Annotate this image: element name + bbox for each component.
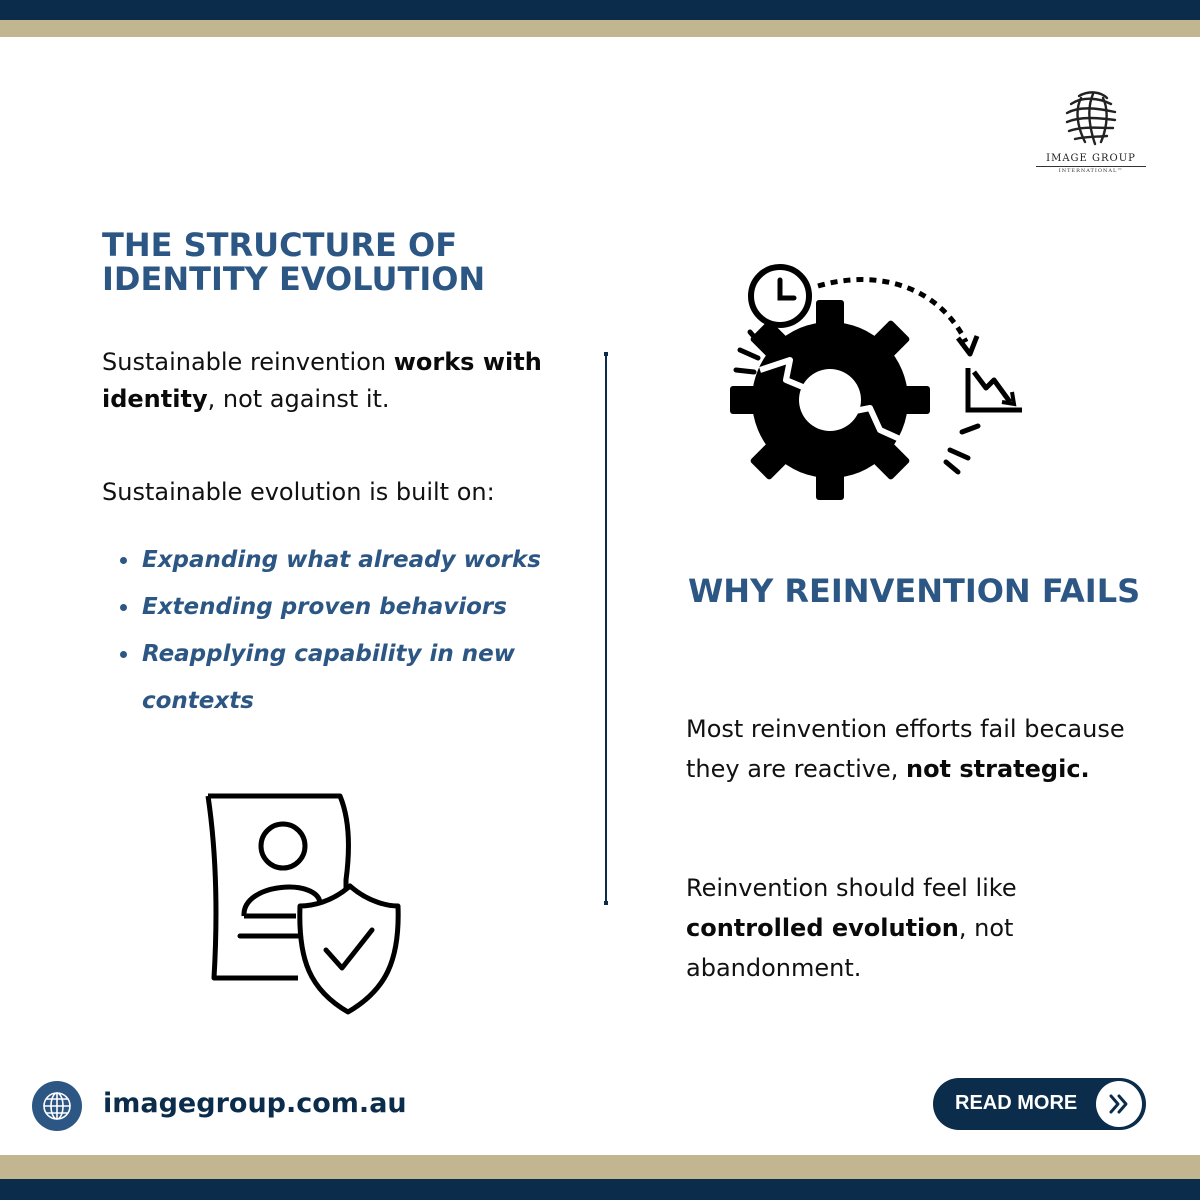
- globe-icon: [32, 1081, 82, 1131]
- list-item: Reapplying capability in new contexts: [120, 631, 597, 725]
- intro-text-2: , not against it.: [207, 385, 390, 413]
- section-heading-structure: THE STRUCTURE OF IDENTITY EVOLUTION: [102, 226, 486, 298]
- profile-shield-check-icon: [205, 793, 401, 1015]
- broken-gear-icon: [730, 264, 1022, 500]
- read-more-label: READ MORE: [955, 1092, 1078, 1114]
- intro-paragraph: Sustainable reinvention works with ident…: [102, 344, 572, 418]
- intro-text-1: Sustainable reinvention: [102, 348, 394, 376]
- why-fails-text: Most reinvention efforts fail because th…: [686, 715, 1125, 783]
- read-more-button[interactable]: READ MORE: [933, 1078, 1146, 1130]
- vertical-divider: [604, 352, 608, 905]
- logo-globe-mark: [1065, 91, 1117, 146]
- bottom-navy-band: [0, 1179, 1200, 1200]
- list-item: Extending proven behaviors: [120, 584, 597, 631]
- double-chevron-right-icon: [1096, 1081, 1142, 1127]
- top-gold-band: [0, 20, 1200, 37]
- website-link[interactable]: imagegroup.com.au: [103, 1088, 407, 1119]
- clock-icon: [748, 264, 812, 328]
- list-item: Expanding what already works: [120, 537, 597, 584]
- controlled-tail: , not abandonment.: [686, 914, 1014, 982]
- intro-bold: works with identity: [102, 348, 542, 413]
- controlled-bold: controlled evolution: [686, 914, 959, 942]
- section-heading-why-fails: WHY REINVENTION FAILS: [688, 572, 1141, 610]
- why-fails-bold: not strategic.: [905, 755, 1090, 783]
- why-fails-paragraph: Most reinvention efforts fail because th…: [686, 709, 1146, 789]
- logo-name: IMAGE GROUP: [1036, 153, 1146, 167]
- bottom-gold-band: [0, 1155, 1200, 1179]
- logo-subtitle: INTERNATIONAL™: [1058, 168, 1124, 174]
- controlled-evolution-paragraph: Reinvention should feel like controlled …: [686, 868, 1146, 988]
- evolution-list: Expanding what already works Extending p…: [120, 537, 597, 725]
- top-navy-band: [0, 0, 1200, 20]
- controlled-text: Reinvention should feel like: [686, 874, 1017, 902]
- decline-chart-icon: [965, 368, 1022, 413]
- image-group-logo: IMAGE GROUP INTERNATIONAL™: [1036, 86, 1146, 174]
- list-intro: Sustainable evolution is built on:: [102, 478, 495, 506]
